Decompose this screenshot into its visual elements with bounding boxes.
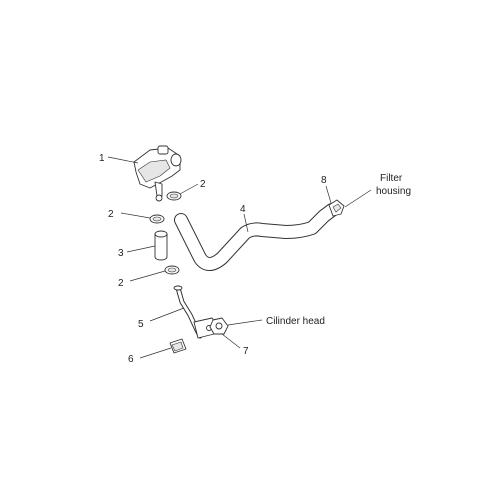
callout-3: 3 bbox=[118, 248, 124, 259]
callout-5: 5 bbox=[138, 319, 144, 330]
part-4-hose bbox=[174, 203, 339, 271]
note-cylinder-head: Cilinder head bbox=[266, 316, 325, 327]
callout-8: 8 bbox=[321, 175, 327, 186]
part-7-gasket bbox=[209, 317, 229, 335]
part-8-clip bbox=[328, 199, 345, 217]
part-2-clip-upper bbox=[166, 191, 182, 201]
note-filter-housing-line2: housing bbox=[376, 186, 411, 197]
note-filter-housing-line1: Filter bbox=[380, 173, 403, 184]
callout-4: 4 bbox=[240, 204, 246, 215]
part-2-clip-middle bbox=[149, 214, 165, 224]
callout-2-middle: 2 bbox=[108, 209, 114, 220]
callout-6: 6 bbox=[128, 354, 134, 365]
leader-lines bbox=[107, 156, 372, 359]
callout-1: 1 bbox=[99, 153, 105, 164]
part-1-valve bbox=[133, 145, 182, 202]
callout-2-upper: 2 bbox=[200, 179, 206, 190]
callout-2-lower: 2 bbox=[118, 278, 124, 289]
part-2-clip-lower bbox=[164, 265, 180, 275]
part-6-bolt bbox=[169, 338, 187, 354]
part-3-sleeve bbox=[154, 230, 168, 261]
callout-7: 7 bbox=[243, 346, 249, 357]
